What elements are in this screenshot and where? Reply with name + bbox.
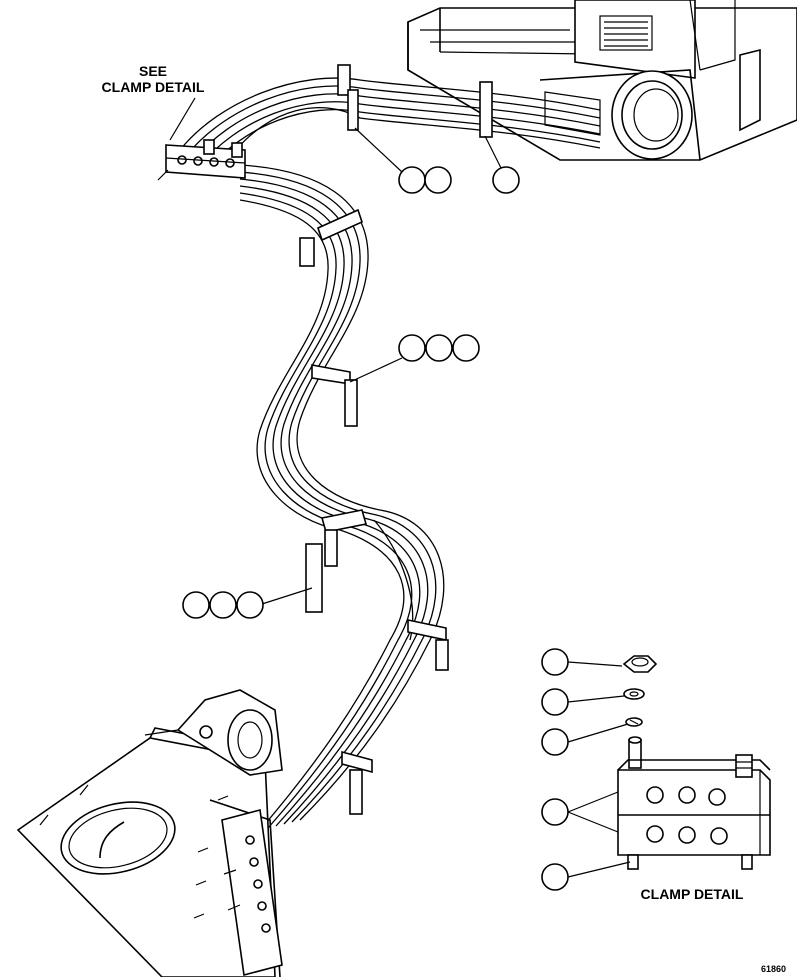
pivot-bracket <box>144 689 283 776</box>
lock-washer <box>625 717 643 727</box>
leader-lines <box>169 97 631 878</box>
callout-bubble <box>398 334 426 362</box>
callouts-upper-left-pair <box>398 166 452 194</box>
circular-cover <box>60 801 176 875</box>
machine-base-bottom <box>16 689 283 977</box>
hose-clamp-3 <box>299 208 363 267</box>
hose-bundle <box>179 77 601 831</box>
callout-bubble <box>541 863 569 891</box>
callouts-mid-triple <box>398 334 480 362</box>
callouts-clamp-detail-column <box>541 648 569 891</box>
callout-bubble <box>424 166 452 194</box>
callouts-lower-triple <box>182 591 264 619</box>
hose-manifold <box>221 808 283 977</box>
hose-clamp-5 <box>305 509 368 613</box>
callout-bubble <box>209 591 237 619</box>
callout-bubble <box>425 334 453 362</box>
machine-housing-top <box>407 0 797 161</box>
figure-number: 61860 <box>761 964 786 974</box>
see-clamp-detail-line1: SEE <box>139 63 167 79</box>
hose-clamp-4 <box>311 364 358 427</box>
hose-clamp-1 <box>337 64 359 131</box>
callout-bubble <box>398 166 426 194</box>
callout-bubble <box>182 591 210 619</box>
bolt-stud <box>628 736 642 769</box>
see-clamp-detail-line2: CLAMP DETAIL <box>102 79 205 95</box>
clamp-block-upper <box>157 139 246 181</box>
hose-clamp-7 <box>341 750 373 815</box>
callout-bubble <box>541 688 569 716</box>
clamp-block-detail <box>617 759 771 870</box>
vent-grille <box>599 15 653 51</box>
clamp-detail-exploded <box>617 655 771 870</box>
hose-clamp-2 <box>479 81 493 138</box>
callout-bubble <box>236 591 264 619</box>
round-port <box>611 70 693 160</box>
hose-clamp-6 <box>407 619 449 671</box>
flat-washer <box>623 688 645 700</box>
bolt-top-detail <box>735 754 753 778</box>
callout-bubble <box>541 648 569 676</box>
callouts-upper-right-single <box>492 166 520 194</box>
callout-bubble <box>541 798 569 826</box>
callout-bubble <box>541 728 569 756</box>
callout-bubble <box>492 166 520 194</box>
hex-nut <box>622 655 658 673</box>
clamp-detail-title: CLAMP DETAIL <box>641 886 744 902</box>
callout-bubble <box>452 334 480 362</box>
